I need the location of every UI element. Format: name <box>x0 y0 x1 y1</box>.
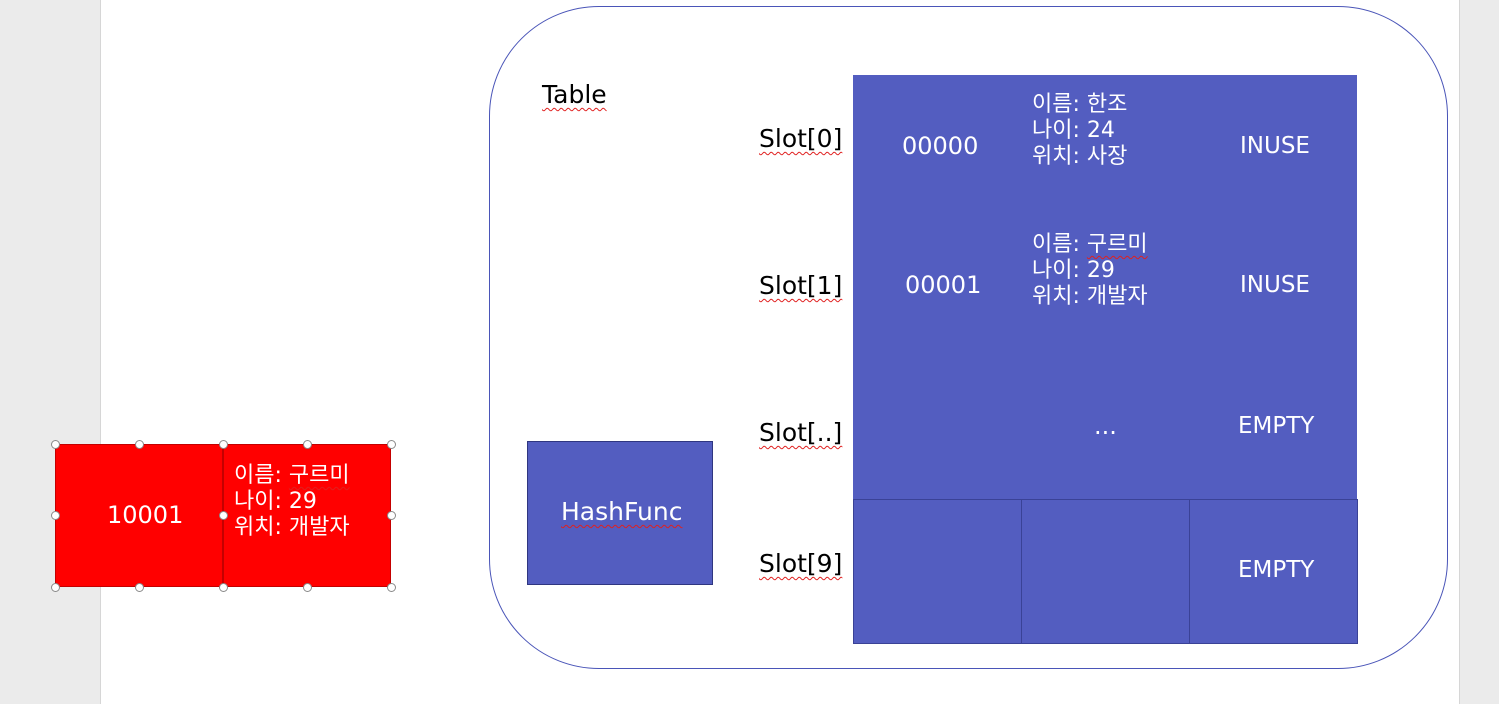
resize-handle-bottom[interactable] <box>135 583 144 592</box>
entry-name: 이름: 구르미 <box>234 463 350 489</box>
resize-handle-top-right[interactable] <box>387 440 396 449</box>
slot-table-upper <box>853 75 1357 500</box>
slot-1-info: 이름: 구르미 나이: 29 위치: 개발자 <box>1032 232 1148 310</box>
slot-label-1: Slot[1] <box>759 271 843 300</box>
entry-name-text: 이름: 구르미 <box>234 463 350 488</box>
slot-0-age: 나이: 24 <box>1032 118 1115 143</box>
slot-etc-status: EMPTY <box>1238 413 1315 439</box>
slot-0-name: 이름: 한조 <box>1032 92 1128 117</box>
hash-func-box <box>527 441 713 585</box>
resize-handle-center[interactable] <box>219 511 228 520</box>
slot-9-key-cell <box>853 499 1022 644</box>
slot-1-key: 00001 <box>905 271 982 299</box>
entry-info: 이름: 구르미 나이: 29 위치: 개발자 <box>234 463 350 541</box>
resize-handle-bottom-left[interactable] <box>51 583 60 592</box>
slot-1-name: 이름: 구르미 <box>1032 232 1148 258</box>
slot-9-status: EMPTY <box>1238 557 1315 583</box>
resize-handle-bottom-mid[interactable] <box>219 583 228 592</box>
table-label: Table <box>542 80 607 109</box>
resize-handle-top-mid[interactable] <box>219 440 228 449</box>
slot-9-info-cell <box>1021 499 1190 644</box>
resize-handle-left[interactable] <box>51 511 60 520</box>
slot-etc-ellipsis: ... <box>1094 412 1117 440</box>
slot-0-info: 이름: 한조 나이: 24 위치: 사장 <box>1032 92 1127 170</box>
slot-1-status: INUSE <box>1240 272 1310 298</box>
slot-0-position: 위치: 사장 <box>1032 144 1128 169</box>
table-container <box>489 6 1448 669</box>
hash-func-label: HashFunc <box>561 497 683 526</box>
resize-handle-top[interactable] <box>135 440 144 449</box>
slot-1-age: 나이: 29 <box>1032 258 1115 283</box>
slot-label-9: Slot[9] <box>759 549 843 578</box>
resize-handle-top-right-mid[interactable] <box>303 440 312 449</box>
slot-1-position: 위치: 개발자 <box>1032 284 1148 309</box>
slot-label-0: Slot[0] <box>759 124 843 153</box>
slot-0-key: 00000 <box>902 132 979 160</box>
entry-key: 10001 <box>107 501 184 529</box>
entry-age: 나이: 29 <box>234 489 317 514</box>
resize-handle-bottom-right-mid[interactable] <box>303 583 312 592</box>
entry-position: 위치: 개발자 <box>234 515 350 540</box>
slot-label-etc: Slot[..] <box>759 418 843 447</box>
slot-9-status-cell <box>1189 499 1358 644</box>
resize-handle-bottom-right[interactable] <box>387 583 396 592</box>
slot-1-name-text: 이름: 구르미 <box>1032 232 1148 257</box>
slot-0-status: INUSE <box>1240 133 1310 159</box>
resize-handle-right[interactable] <box>387 511 396 520</box>
resize-handle-top-left[interactable] <box>51 440 60 449</box>
